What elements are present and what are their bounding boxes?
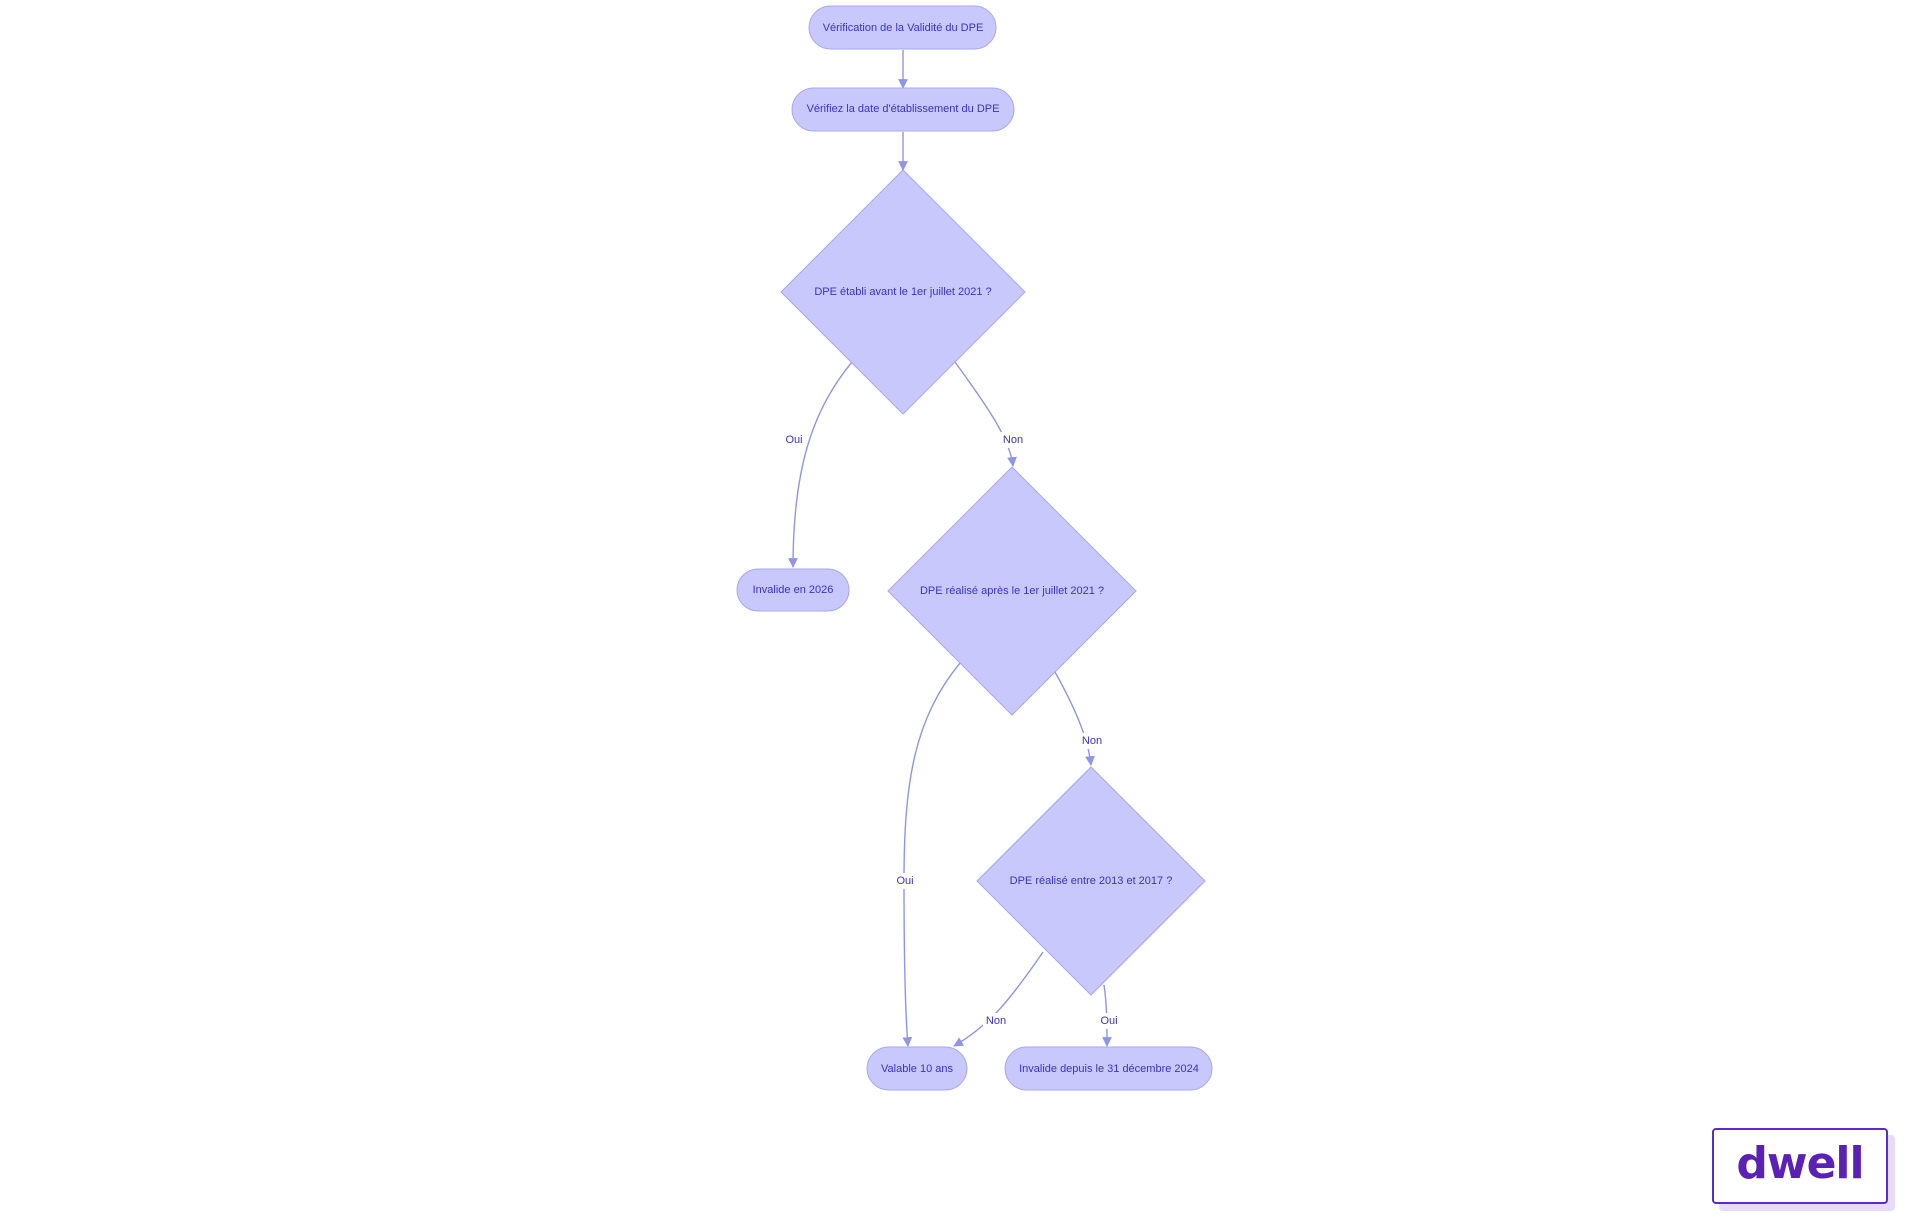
node-valid-10-years-label: Valable 10 ans: [881, 1063, 953, 1075]
edge-label-between-no: Non: [986, 1015, 1006, 1027]
edge-between-no: [953, 951, 1044, 1047]
edge-after-yes: [902, 662, 961, 1047]
node-start: Vérification de la Validité du DPE: [808, 5, 997, 50]
edge-label-before-no: Non: [1003, 434, 1023, 446]
decision-before-2021-label: DPE établi avant le 1er juillet 2021 ?: [814, 286, 991, 298]
edges: [788, 50, 1112, 1047]
node-valid-10-years: Valable 10 ans: [866, 1046, 968, 1091]
logo-text: dwell: [1736, 1138, 1864, 1189]
edge-label-between-yes: Oui: [1100, 1015, 1117, 1027]
node-invalid-2026-label: Invalide en 2026: [753, 584, 834, 596]
node-invalid-since-2024-label: Invalide depuis le 31 décembre 2024: [1019, 1063, 1199, 1075]
node-check-date: Vérifiez la date d'établissement du DPE: [791, 87, 1015, 132]
node-invalid-2026: Invalide en 2026: [736, 568, 850, 612]
edge-before-no: [954, 361, 1017, 467]
decision-2013-2017-label: DPE réalisé entre 2013 et 2017 ?: [1010, 875, 1173, 887]
decision-after-2021: DPE réalisé après le 1er juillet 2021 ?: [887, 466, 1137, 716]
node-invalid-since-2024: Invalide depuis le 31 décembre 2024: [1004, 1046, 1213, 1091]
dwell-logo: dwell: [1712, 1128, 1888, 1204]
edge-label-after-no: Non: [1082, 735, 1102, 747]
edge-label-after-yes: Oui: [896, 875, 913, 887]
decision-after-2021-label: DPE réalisé après le 1er juillet 2021 ?: [920, 585, 1104, 597]
decision-2013-2017: DPE réalisé entre 2013 et 2017 ?: [976, 766, 1206, 996]
decision-before-2021: DPE établi avant le 1er juillet 2021 ?: [780, 169, 1026, 415]
edge-before-yes: [788, 361, 853, 568]
edge-after-no: [1054, 671, 1095, 766]
node-start-label: Vérification de la Validité du DPE: [823, 22, 984, 34]
edge-label-before-yes: Oui: [785, 434, 802, 446]
node-check-date-label: Vérifiez la date d'établissement du DPE: [807, 103, 1000, 115]
edge-labels: Oui Non Oui Non Non Oui: [782, 432, 1121, 1029]
